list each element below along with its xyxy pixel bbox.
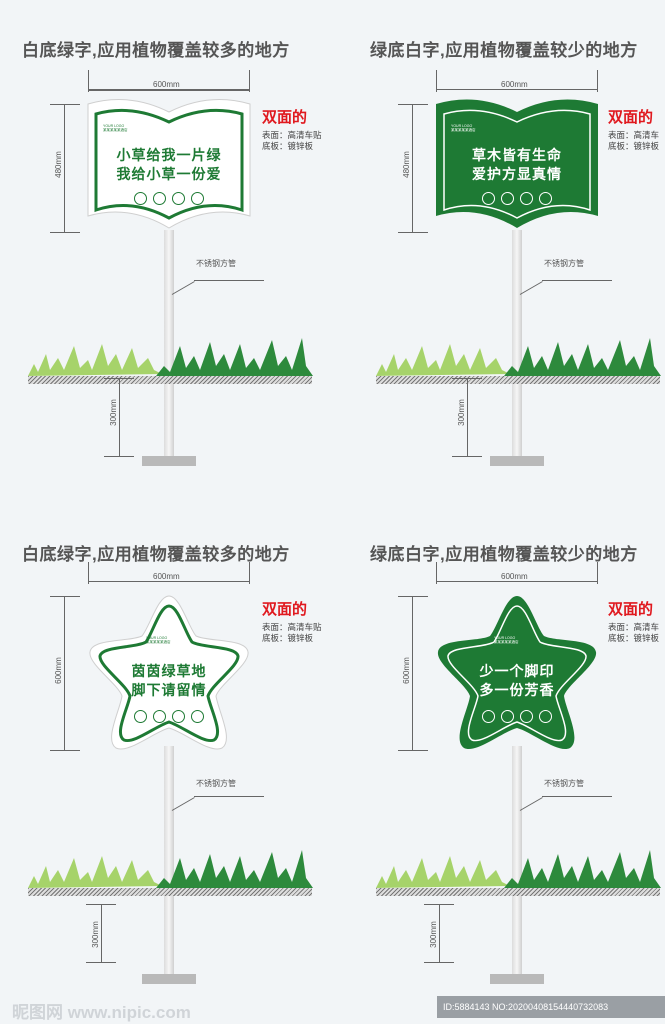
prohibition-icons: [134, 192, 204, 205]
height-dimension-label: 600mm: [401, 657, 411, 684]
spec-text: 表面：高清车贴底板：镀锌板: [262, 130, 322, 151]
no-trampling-icon: [172, 710, 185, 723]
no-litter-icon: [539, 192, 552, 205]
prohibition-icons: [482, 710, 552, 723]
no-trampling-icon: [520, 192, 533, 205]
no-litter-icon: [191, 710, 204, 723]
no-litter-icon: [539, 710, 552, 723]
no-walking-icon: [134, 710, 147, 723]
sign-pole: [512, 746, 522, 974]
watermark: 昵图网 www.nipic.com: [12, 1003, 191, 1022]
image-id-bar: ID:5884143 NO:20200408154440732083: [437, 996, 665, 1018]
height-dimension-label: 480mm: [53, 151, 63, 178]
ground-line: [376, 376, 660, 384]
pole-label: 不锈钢方管: [196, 259, 236, 268]
grass: [28, 850, 313, 888]
pole-label: 不锈钢方管: [544, 259, 584, 268]
no-picking-icon: [501, 710, 514, 723]
spec-text: 表面：高清车底板：镀锌板: [608, 622, 660, 643]
no-litter-icon: [191, 192, 204, 205]
sign-slogan: 茵茵绿草地脚下请留情: [131, 663, 207, 698]
ground-line: [28, 888, 312, 896]
sign-slogan: 小草给我一片绿我给小草一份爱: [116, 147, 222, 182]
depth-dimension-label: 300mm: [456, 399, 466, 426]
footer: 昵图网 www.nipic.com ID:5884143 NO:20200408…: [0, 992, 665, 1024]
star-shaped-sign: [437, 596, 597, 750]
prohibition-icons: [482, 192, 552, 205]
no-trampling-icon: [520, 710, 533, 723]
sign-pole: [164, 746, 174, 974]
height-dimension-label: 600mm: [53, 657, 63, 684]
width-dimension-label: 600mm: [153, 80, 180, 89]
book-shaped-sign: [87, 99, 251, 229]
pole-base: [142, 456, 196, 466]
pole-label: 不锈钢方管: [196, 779, 236, 788]
pole-base: [490, 456, 544, 466]
grass: [28, 338, 313, 376]
sign-slogan: 少一个脚印多一份芳香: [479, 663, 555, 698]
no-walking-icon: [134, 192, 147, 205]
grass: [376, 338, 661, 376]
depth-dimension-label: 300mm: [428, 921, 438, 948]
no-trampling-icon: [172, 192, 185, 205]
pole-label: 不锈钢方管: [544, 779, 584, 788]
width-dimension-label: 600mm: [153, 572, 180, 581]
sign-slogan: 草木皆有生命爱护方显真情: [472, 147, 562, 182]
ground-line: [28, 376, 312, 384]
no-picking-icon: [153, 710, 166, 723]
panel-heading: 绿底白字,应用植物覆盖较少的地方: [370, 41, 638, 60]
sign-pole: [164, 230, 174, 458]
panel-heading: 绿底白字,应用植物覆盖较少的地方: [370, 545, 638, 564]
depth-dimension-label: 300mm: [108, 399, 118, 426]
no-picking-icon: [153, 192, 166, 205]
no-picking-icon: [501, 192, 514, 205]
spec-text: 表面：高清车贴底板：镀锌板: [262, 622, 322, 643]
width-dimension-label: 600mm: [501, 572, 528, 581]
pole-base: [490, 974, 544, 984]
book-shaped-sign: [436, 99, 598, 228]
no-walking-icon: [482, 192, 495, 205]
prohibition-icons: [134, 710, 204, 723]
ground-line: [376, 888, 660, 896]
double-sided-label: 双面的: [262, 109, 308, 126]
pole-base: [142, 974, 196, 984]
sign-pole: [512, 230, 522, 458]
no-walking-icon: [482, 710, 495, 723]
star-shaped-sign: [89, 595, 249, 750]
double-sided-label: 双面的: [262, 601, 308, 618]
double-sided-label: 双面的: [608, 109, 654, 126]
depth-dimension-label: 300mm: [90, 921, 100, 948]
double-sided-label: 双面的: [608, 601, 654, 618]
width-dimension-label: 600mm: [501, 80, 528, 89]
panel-heading: 白底绿字,应用植物覆盖较多的地方: [22, 545, 290, 564]
spec-text: 表面：高清车底板：镀锌板: [608, 130, 660, 151]
height-dimension-label: 480mm: [401, 151, 411, 178]
panel-heading: 白底绿字,应用植物覆盖较多的地方: [22, 41, 290, 60]
grass: [376, 850, 661, 888]
